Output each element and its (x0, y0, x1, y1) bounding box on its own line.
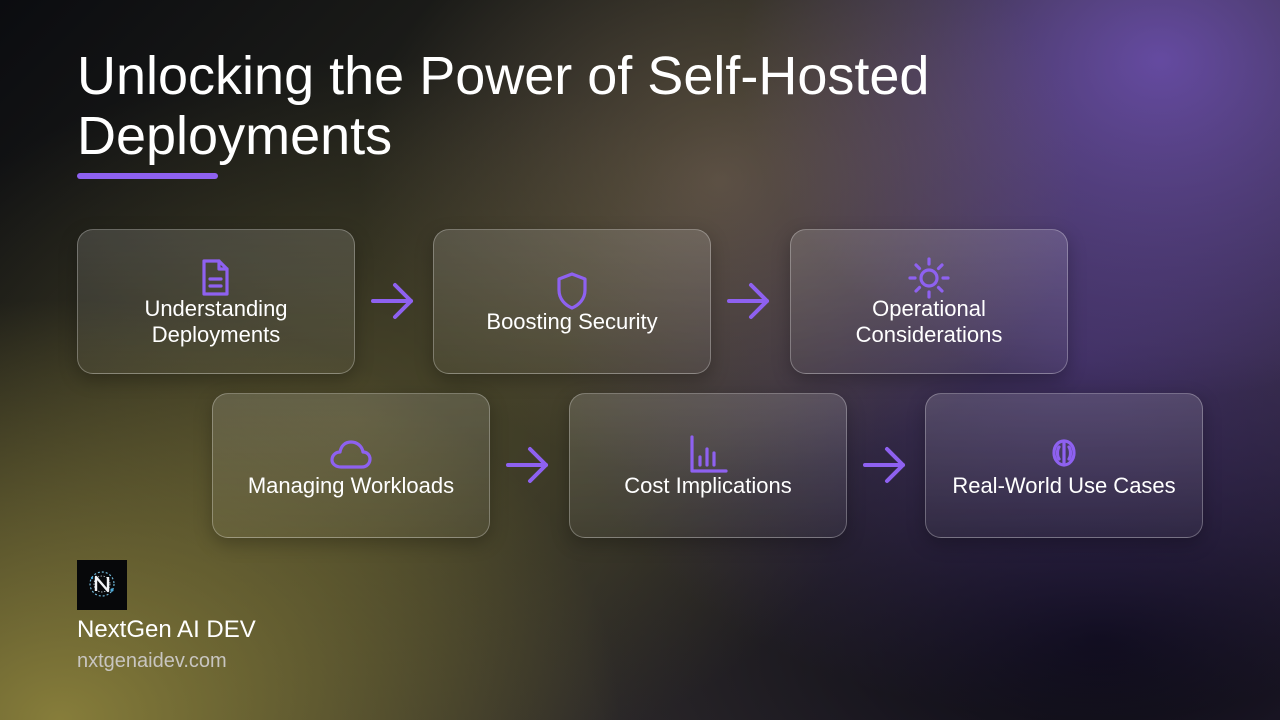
cloud-icon (329, 433, 373, 477)
document-icon (194, 256, 238, 300)
arrow-right-icon (861, 443, 909, 487)
step-card-real-world-use-cases: Real-World Use Cases (925, 393, 1203, 538)
step-label: Boosting Security (486, 308, 658, 334)
step-label: Understanding Deployments (144, 295, 288, 347)
nextgen-logo-icon (77, 560, 127, 610)
step-card-managing-workloads: Managing Workloads (212, 393, 490, 538)
arrow-right-icon (369, 279, 417, 323)
brand-url[interactable]: nxtgenaidev.com (77, 650, 227, 672)
bar-chart-icon (686, 433, 730, 477)
gear-sun-icon (907, 256, 951, 300)
step-label: Real-World Use Cases (952, 472, 1176, 498)
slide-title: Unlocking the Power of Self-Hosted Deplo… (77, 46, 930, 166)
step-card-cost-implications: Cost Implications (569, 393, 847, 538)
arrow-right-icon (725, 279, 773, 323)
step-label: Cost Implications (624, 472, 792, 498)
step-card-boosting-security: Boosting Security (433, 229, 711, 374)
step-card-operational-considerations: Operational Considerations (790, 229, 1068, 374)
step-label: Managing Workloads (247, 472, 455, 498)
brain-icon (1042, 433, 1086, 477)
shield-icon (550, 269, 594, 313)
title-underline (77, 173, 218, 179)
step-label: Operational Considerations (855, 295, 1003, 347)
arrow-right-icon (504, 443, 552, 487)
brand-name: NextGen AI DEV (77, 616, 256, 643)
step-card-understanding-deployments: Understanding Deployments (77, 229, 355, 374)
